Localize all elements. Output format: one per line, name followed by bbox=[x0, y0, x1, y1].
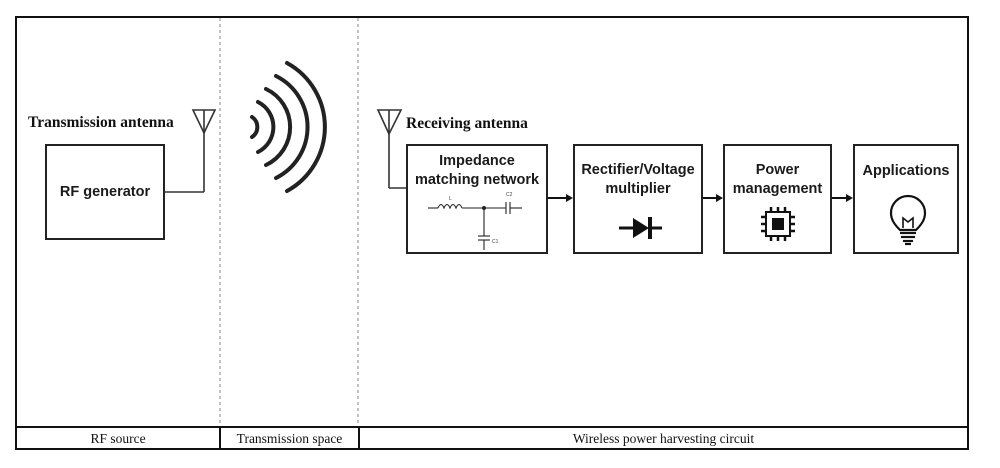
cap-shunt-label: C1 bbox=[492, 239, 499, 245]
power-line2: management bbox=[732, 181, 823, 197]
footer-rf-source: RF source bbox=[15, 426, 221, 450]
receiving-antenna-label: Receiving antenna bbox=[406, 115, 528, 132]
power-management-block: Power management bbox=[723, 144, 832, 254]
arrow-connectors bbox=[548, 194, 853, 202]
impedance-line2: matching network bbox=[414, 172, 540, 188]
receiving-antenna-icon bbox=[376, 109, 406, 189]
power-line1: Power bbox=[755, 162, 800, 178]
rectifier-line1: Rectifier/Voltage bbox=[581, 162, 695, 178]
footer-harvesting-circuit: Wireless power harvesting circuit bbox=[358, 426, 969, 450]
rectifier-block: Rectifier/Voltage multiplier bbox=[573, 144, 703, 254]
footer-transmission-space: Transmission space bbox=[219, 426, 360, 450]
chip-icon bbox=[761, 207, 795, 241]
diode-icon bbox=[619, 217, 662, 239]
applications-label: Applications bbox=[862, 163, 950, 179]
cap-series-label: C2 bbox=[506, 192, 513, 198]
lightbulb-icon bbox=[889, 194, 927, 246]
rf-generator-label: RF generator bbox=[59, 184, 151, 200]
rectifier-line2: multiplier bbox=[605, 181, 671, 197]
transmission-antenna-label: Transmission antenna bbox=[28, 114, 174, 131]
rf-generator-block: RF generator bbox=[45, 144, 165, 240]
applications-block: Applications bbox=[853, 144, 959, 254]
inductor-label: L bbox=[449, 196, 452, 202]
lc-circuit-icon: L C2 C1 bbox=[428, 192, 522, 250]
impedance-matching-block: Impedance matching network L C2 C1 bbox=[406, 144, 548, 254]
impedance-line1: Impedance bbox=[439, 153, 515, 169]
transmission-antenna-icon bbox=[165, 109, 217, 193]
radio-waves-icon bbox=[250, 61, 327, 193]
